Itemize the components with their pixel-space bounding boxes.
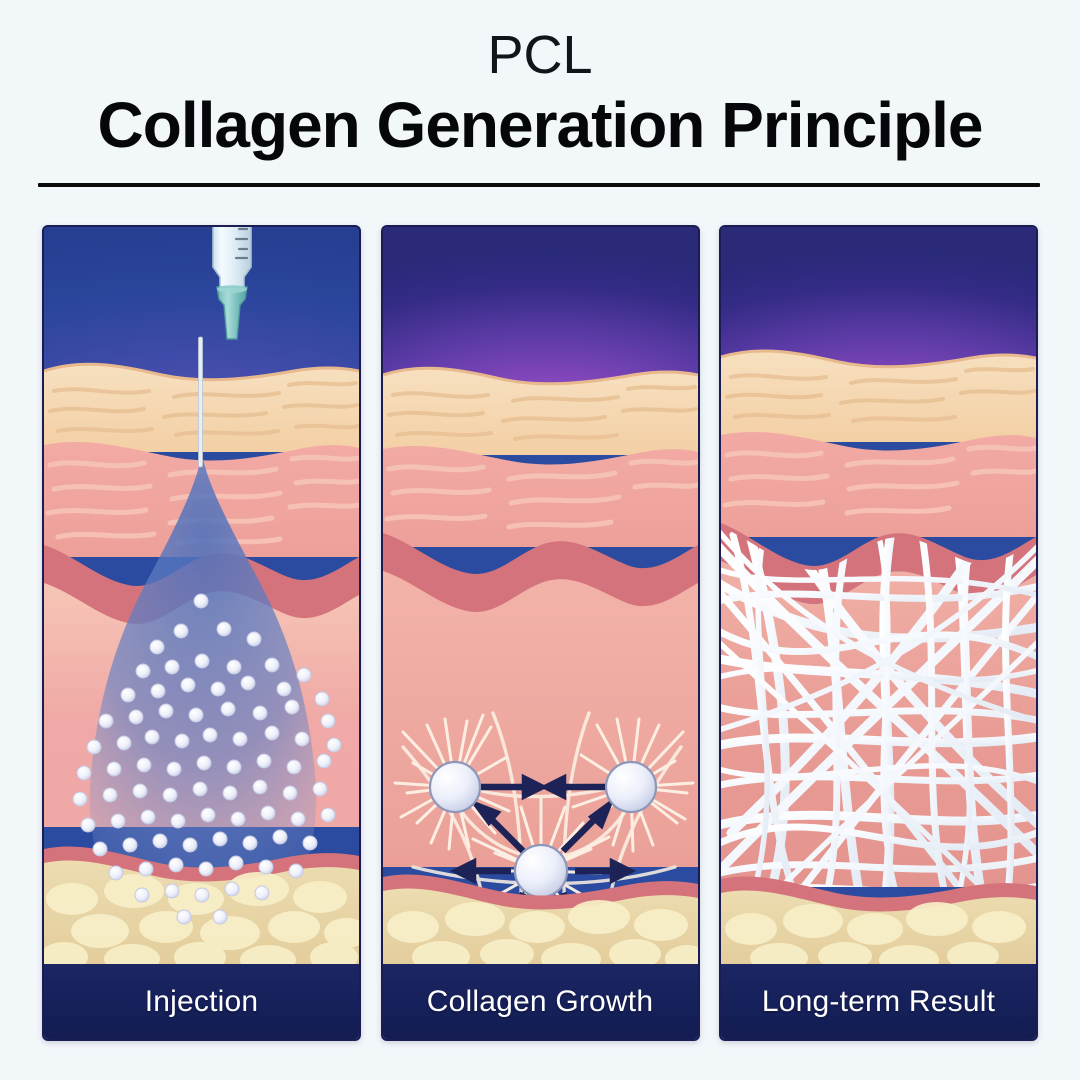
pcl-spheres <box>428 760 657 899</box>
panel-label-collagen-growth: Collagen Growth <box>382 964 698 1039</box>
panel-label-long-term-result: Long-term Result <box>721 964 1036 1039</box>
skin-layers-artwork <box>44 336 359 964</box>
panel-row: Injection <box>42 225 1038 1041</box>
skin-cross-section-collagen <box>382 227 698 964</box>
background-sky-violet <box>382 227 698 392</box>
panel-label-injection: Injection <box>44 964 359 1039</box>
header-divider <box>38 183 1040 187</box>
pcl-microspheres <box>72 593 342 925</box>
panel-injection[interactable]: Injection <box>42 225 361 1041</box>
dense-collagen-mesh <box>721 527 1036 887</box>
page-title: Collagen Generation Principle <box>97 89 984 161</box>
skin-cross-section-result <box>721 227 1036 964</box>
skin-cross-section-injection <box>44 227 359 964</box>
panel-collagen-growth[interactable]: Collagen Growth <box>380 225 700 1041</box>
panel-label-text: Collagen Growth <box>426 984 654 1018</box>
syringe-icon <box>212 227 252 340</box>
skin-layers-artwork <box>382 366 698 964</box>
skin-layers-artwork <box>721 349 1036 964</box>
panel-label-text: Long-term Result <box>761 984 996 1018</box>
panel-long-term-result[interactable]: Long-term Result <box>719 225 1038 1041</box>
title-subtitle: PCL <box>487 25 593 85</box>
header: PCL Collagen Generation Principle <box>0 0 1080 159</box>
panel-label-text: Injection <box>144 984 259 1018</box>
